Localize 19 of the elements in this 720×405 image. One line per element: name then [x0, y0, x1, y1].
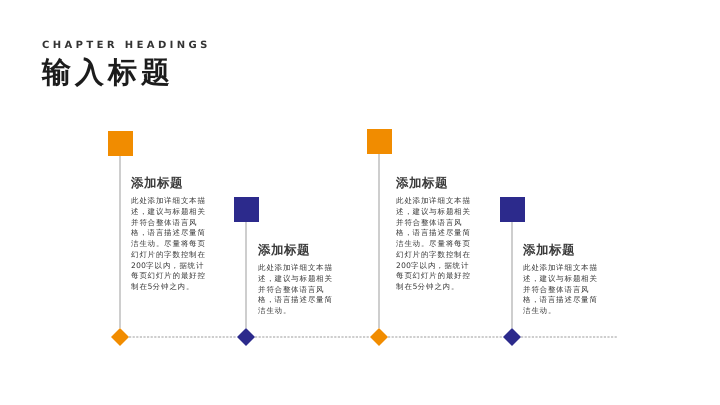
item-heading: 添加标题	[396, 176, 449, 190]
dashed-line	[129, 336, 237, 338]
connector-line	[378, 154, 380, 328]
diamond-marker	[111, 328, 129, 346]
square-marker	[108, 131, 132, 156]
section-label: CHAPTER HEADINGS	[42, 40, 211, 52]
item-heading: 添加标题	[523, 243, 576, 257]
title: 输入标题	[42, 55, 174, 89]
item-heading: 添加标题	[131, 176, 184, 190]
dashed-line	[521, 336, 617, 338]
square-marker	[234, 197, 258, 222]
dashed-line	[255, 336, 370, 338]
diamond-marker	[237, 328, 255, 346]
diamond-marker	[370, 328, 388, 346]
dashed-line	[388, 336, 503, 338]
item-heading: 添加标题	[258, 243, 311, 257]
diamond-marker	[503, 328, 521, 346]
square-marker	[500, 197, 524, 222]
square-marker	[366, 129, 392, 154]
